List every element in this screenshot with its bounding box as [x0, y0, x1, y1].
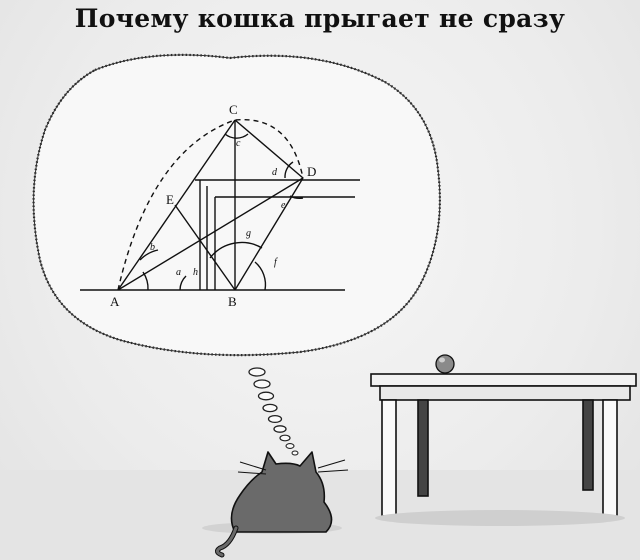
cat-icon [202, 451, 349, 558]
geometry-diagram [80, 118, 360, 291]
ball-icon [435, 354, 455, 374]
angle-label-h: h [193, 267, 198, 278]
point-label-c: C [229, 102, 238, 117]
angle-label-b: b [150, 242, 155, 253]
point-label-d: D [307, 164, 316, 179]
point-label-b: B [228, 294, 237, 309]
angle-label-g: g [246, 228, 251, 239]
table-icon [370, 373, 637, 517]
page-title: Почему кошка прыгает не сразу [74, 4, 566, 33]
angle-label-a: a [176, 267, 181, 278]
angle-label-c: c [236, 138, 241, 149]
table-shadow [375, 510, 625, 526]
angle-label-e: e [281, 200, 286, 211]
point-label-e: E [166, 192, 174, 207]
angle-label-d: d [272, 167, 278, 178]
angle-label-f: f [274, 257, 278, 268]
point-label-a: A [110, 294, 120, 309]
